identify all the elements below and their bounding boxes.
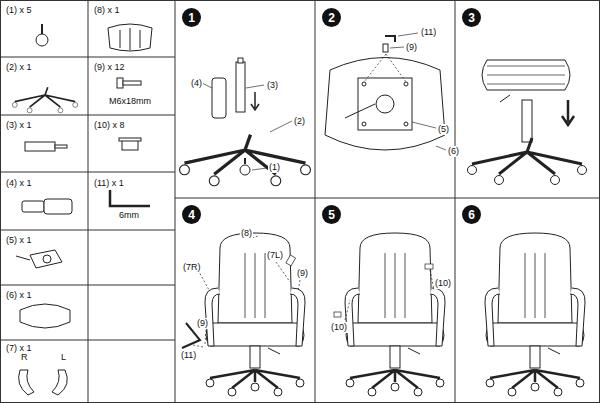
step-number: 4 <box>182 205 201 224</box>
callout-number: (9) <box>405 42 418 53</box>
step-number: 6 <box>462 205 481 224</box>
callout-number: (10) <box>330 322 348 333</box>
callout-number: (8) <box>240 228 253 239</box>
step-number-text: 2 <box>328 11 335 25</box>
part-quantity: M6x18mm <box>108 96 152 107</box>
part-quantity: (2) x 1 <box>5 62 33 73</box>
part-quantity: (10) x 8 <box>93 120 126 131</box>
callout-number: (4) <box>190 78 203 89</box>
part-quantity: (4) x 1 <box>5 178 33 189</box>
callout-number: (11) <box>180 350 197 361</box>
step-number-text: 3 <box>468 11 475 25</box>
step-number-text: 6 <box>468 208 475 222</box>
step-number: 5 <box>322 205 341 224</box>
callout-number: (3) <box>266 80 279 91</box>
callout-number: (6) <box>447 146 460 157</box>
part-quantity: (1) x 5 <box>5 5 33 16</box>
part-quantity: (3) x 1 <box>5 120 33 131</box>
part-quantity: (8) x 1 <box>93 5 121 16</box>
callout-number: (11) <box>420 27 437 38</box>
callout-number: (5) <box>437 124 450 135</box>
part-quantity: R <box>20 352 29 363</box>
part-quantity: (9) x 12 <box>93 62 126 73</box>
callout-number: (10) <box>434 278 452 289</box>
callout-number: (7R) <box>182 262 202 273</box>
step-number: 2 <box>322 8 341 27</box>
part-quantity: 6mm <box>118 210 140 221</box>
step-number-text: 1 <box>188 11 195 25</box>
part-quantity: (6) x 1 <box>5 290 33 301</box>
part-quantity: (11) x 1 <box>93 178 125 189</box>
step-number-text: 5 <box>328 208 335 222</box>
callout-number: (1) <box>268 162 281 173</box>
part-quantity: L <box>60 352 67 363</box>
callout-number: (9) <box>196 318 209 329</box>
step-number: 1 <box>182 8 201 27</box>
step-number: 3 <box>462 8 481 27</box>
step-number-text: 4 <box>188 208 195 222</box>
callout-number: (2) <box>293 116 306 127</box>
part-quantity: (5) x 1 <box>5 235 33 246</box>
callout-number: (7L) <box>266 250 284 261</box>
callout-number: (9) <box>296 268 309 279</box>
